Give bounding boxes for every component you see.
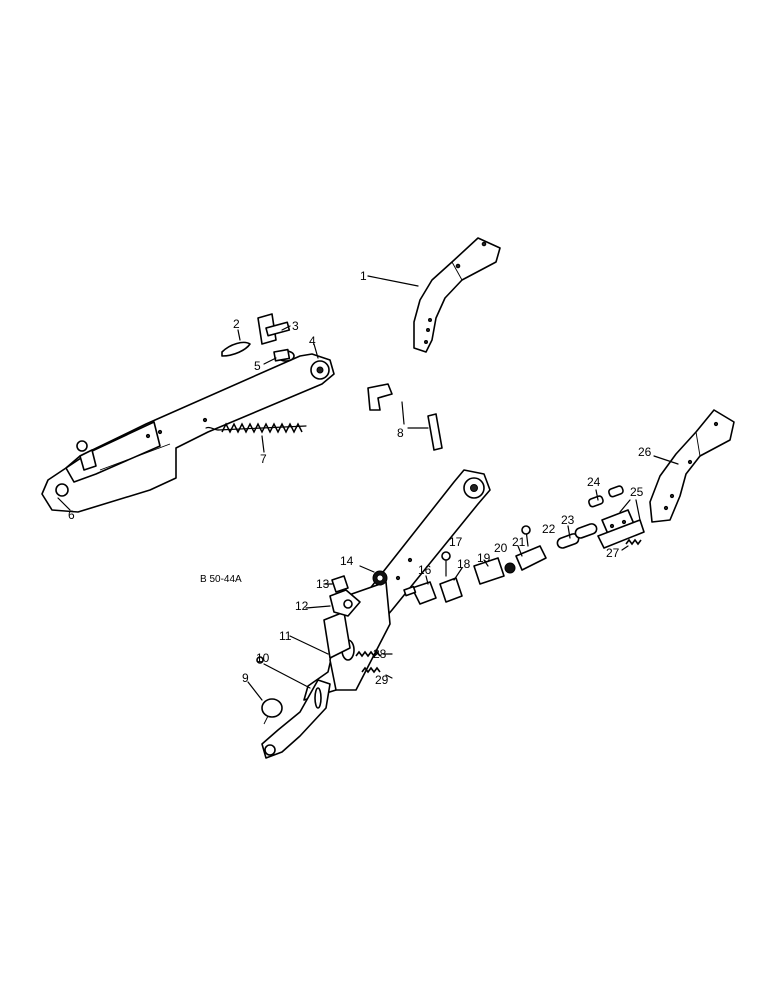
callout-21: 21 [512,535,526,549]
part-16-body [411,581,437,605]
clip-part-2 [221,341,251,357]
bolt-part-17 [441,551,451,577]
leader-line-14 [359,565,375,573]
pin-part-3 [257,313,291,345]
link-end-part-10 [256,656,331,759]
washer-part-9 [261,698,283,725]
leader-line-3 [281,325,291,331]
callout-4: 4 [309,334,316,348]
callout-19: 19 [477,551,491,565]
angle-brackets-part-8 [367,383,443,451]
callout-2: 2 [233,317,240,331]
callout-26: 26 [638,445,652,459]
leader-line-2 [237,329,241,341]
callout-6: 6 [68,508,75,522]
part-20-nut [504,562,516,574]
leader-line-29 [385,674,393,679]
bracket-part-1 [413,237,501,353]
pin-part-5 [273,348,295,362]
plates-part-25 [597,509,645,549]
bushing-part-13 [331,575,349,593]
leader-line-12 [305,605,331,609]
callout-1: 1 [360,269,367,283]
bracket-part-26 [649,409,735,523]
leader-line-26 [653,455,679,465]
callout-14: 14 [340,554,354,568]
spring-part-14 [372,570,388,586]
spring-part-29 [361,666,381,674]
leader-line-21 [517,545,523,557]
callout-27: 27 [606,546,620,560]
leader-line-7 [261,435,265,453]
leader-line-6 [57,497,71,511]
callout-5: 5 [254,359,261,373]
callout-22: 22 [542,522,556,536]
callout-24: 24 [587,475,601,489]
part-21-body [515,545,547,571]
bolt-part-22 [521,525,531,547]
callout-9: 9 [242,671,249,685]
leader-line-10 [263,663,311,689]
leader-line-4 [313,343,319,359]
leader-line-27 [621,545,629,551]
callout-12: 12 [295,599,309,613]
callout-11: 11 [279,629,292,643]
right-lower-link-arm [303,469,491,701]
latch-part-12 [329,589,361,617]
callout-25: 25 [630,485,644,499]
drawing-code-label: B 50-44A [200,574,242,585]
callout-8: 8 [397,426,404,440]
callout-3: 3 [292,319,299,333]
callout-13: 13 [316,577,330,591]
callout-16: 16 [418,563,432,577]
leader-line-8a [401,401,405,425]
leader-line-19 [483,559,489,567]
callout-10: 10 [256,651,270,665]
leader-line-25a [619,499,631,513]
spring-part-7 [205,422,307,434]
callout-7: 7 [260,452,267,466]
callout-17: 17 [449,535,463,549]
leader-line-1 [367,275,419,287]
pins-part-24 [588,485,624,508]
stabilizer-assembly [403,485,645,605]
part-18-body [439,577,463,603]
spring-part-28 [355,650,381,658]
leader-line-16 [425,575,429,585]
callout-23: 23 [561,513,575,527]
leader-line-24 [595,489,599,501]
callout-20: 20 [494,541,508,555]
leader-line-5 [263,357,277,365]
callout-28: 28 [373,647,387,661]
callout-18: 18 [457,557,471,571]
leader-line-18 [453,567,463,581]
left-lower-link-arm [41,353,335,513]
part-19-body [473,557,505,585]
leader-line-23 [567,525,571,539]
spring-part-27 [625,538,642,546]
callout-29: 29 [375,673,389,687]
leader-line-11 [289,635,329,655]
chain-part-23 [556,523,598,549]
leader-line-9 [247,681,263,701]
leader-line-25b [635,499,641,521]
